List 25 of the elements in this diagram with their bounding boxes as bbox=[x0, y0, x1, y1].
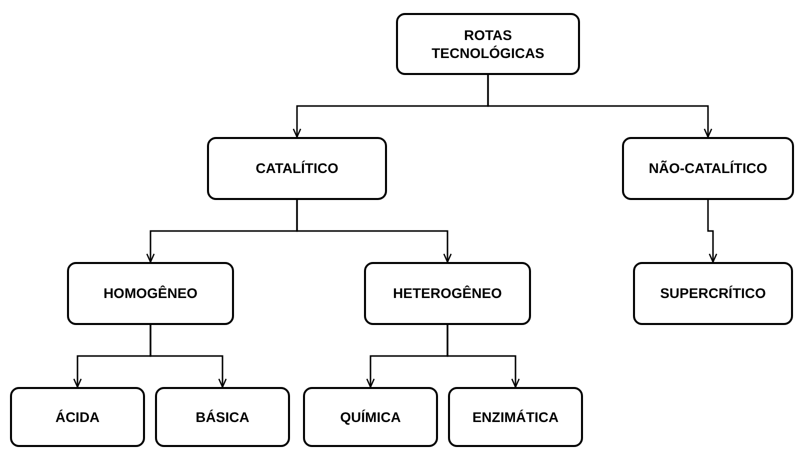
arrow bbox=[296, 200, 452, 263]
node-label: NÃO-CATALÍTICO bbox=[648, 159, 768, 178]
arrow bbox=[150, 325, 227, 388]
category-box bbox=[364, 262, 531, 325]
node-label: ROTAS TECNOLÓGICAS bbox=[430, 26, 546, 62]
category-box bbox=[10, 387, 145, 447]
node-label: BÁSICA bbox=[196, 408, 250, 426]
node-label: SUPERCRÍTICO bbox=[660, 284, 766, 303]
category-box bbox=[303, 387, 438, 447]
arrow bbox=[487, 75, 712, 138]
node-label: ÁCIDA bbox=[55, 408, 100, 426]
arrow bbox=[446, 325, 520, 388]
node-label: ENZIMÁTICA bbox=[472, 408, 559, 426]
category-box bbox=[448, 387, 583, 447]
category-box bbox=[396, 13, 580, 75]
node-label: QUÍMICA bbox=[340, 408, 401, 426]
category-box bbox=[155, 387, 290, 447]
category-box bbox=[207, 137, 387, 200]
category-box bbox=[67, 262, 234, 325]
node-label: CATALÍTICO bbox=[256, 159, 338, 178]
category-box bbox=[633, 262, 793, 325]
arrow bbox=[707, 200, 718, 263]
node-label: HOMOGÊNEO bbox=[103, 284, 198, 303]
node-label: HETEROGÊNEO bbox=[393, 284, 502, 303]
category-box bbox=[622, 137, 794, 200]
